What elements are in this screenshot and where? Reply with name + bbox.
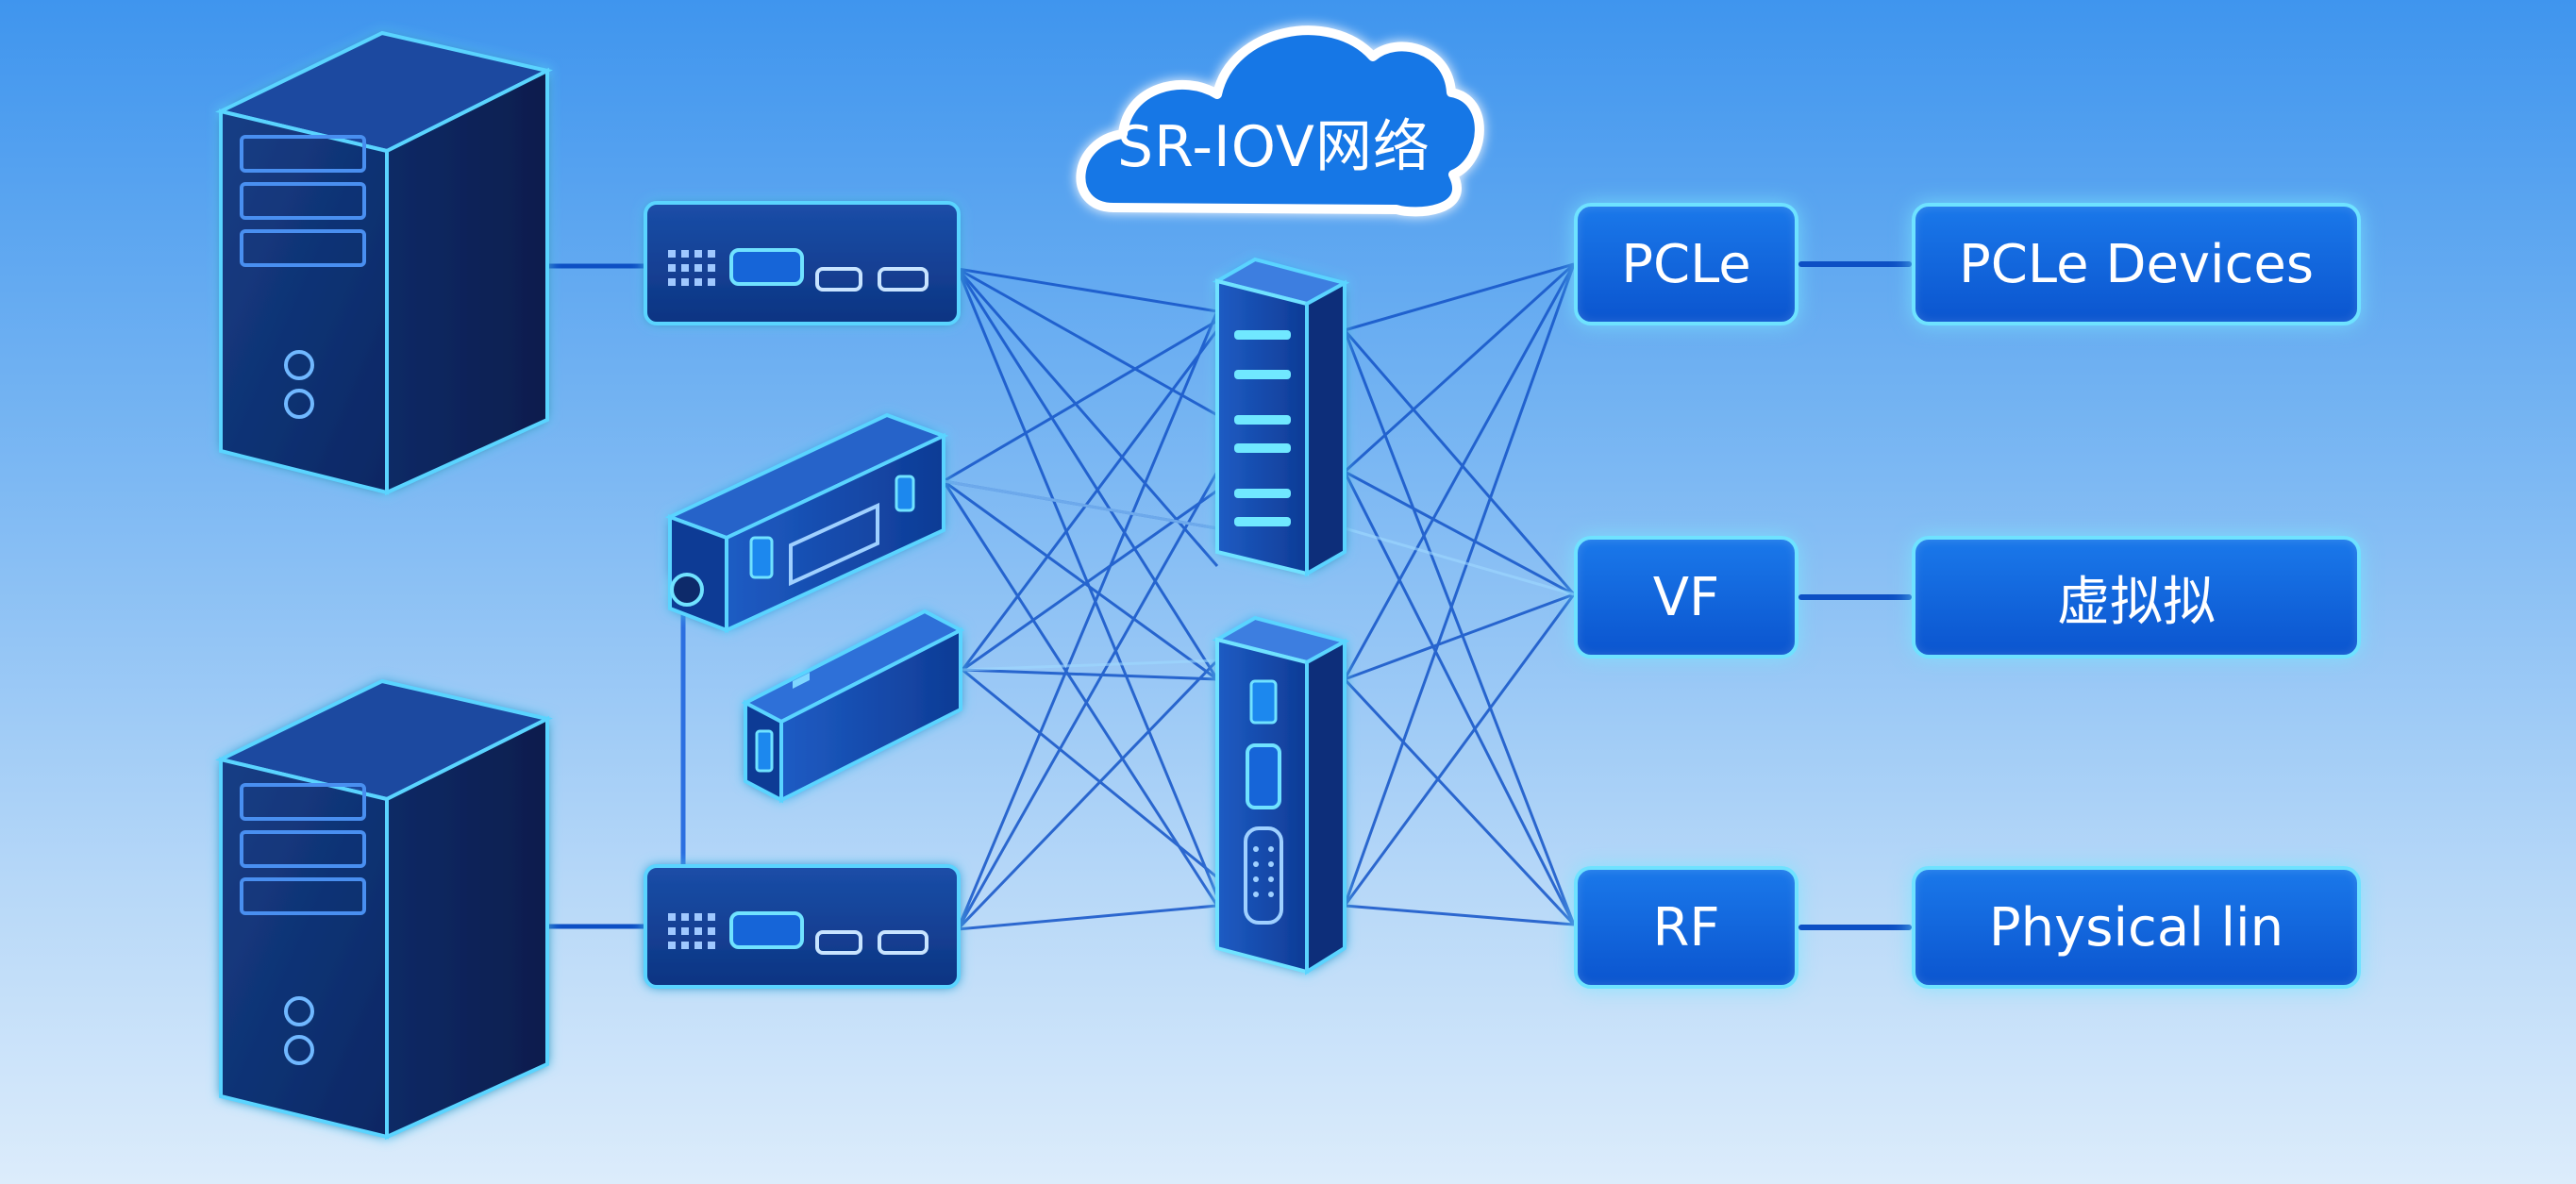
mesh-links (942, 262, 1576, 931)
connector-vf (1798, 594, 1912, 600)
network-card-top (644, 201, 961, 325)
server-tower-bottom (215, 678, 553, 1141)
switch-top (1212, 257, 1350, 577)
server-tower-top (215, 30, 553, 496)
network-card-bottom (644, 864, 961, 989)
serial-adapter (664, 412, 949, 634)
function-type-rf: RF (1574, 866, 1798, 989)
switch-bottom (1212, 615, 1350, 976)
function-type-pcle: PCLe (1574, 203, 1798, 325)
target-virtual: 虚拟拟 (1912, 536, 2361, 659)
target-physical-link: Physical lin (1912, 866, 2361, 989)
connector-rf (1798, 925, 1912, 930)
network-title: SR-IOV网络 (1117, 113, 1430, 180)
target-pcle-devices: PCLe Devices (1912, 203, 2361, 325)
usb-module (741, 609, 965, 804)
tower-connectors (547, 263, 645, 929)
connector-pcle (1798, 261, 1912, 267)
function-type-vf: VF (1574, 536, 1798, 659)
cloud-icon (1076, 25, 1484, 217)
